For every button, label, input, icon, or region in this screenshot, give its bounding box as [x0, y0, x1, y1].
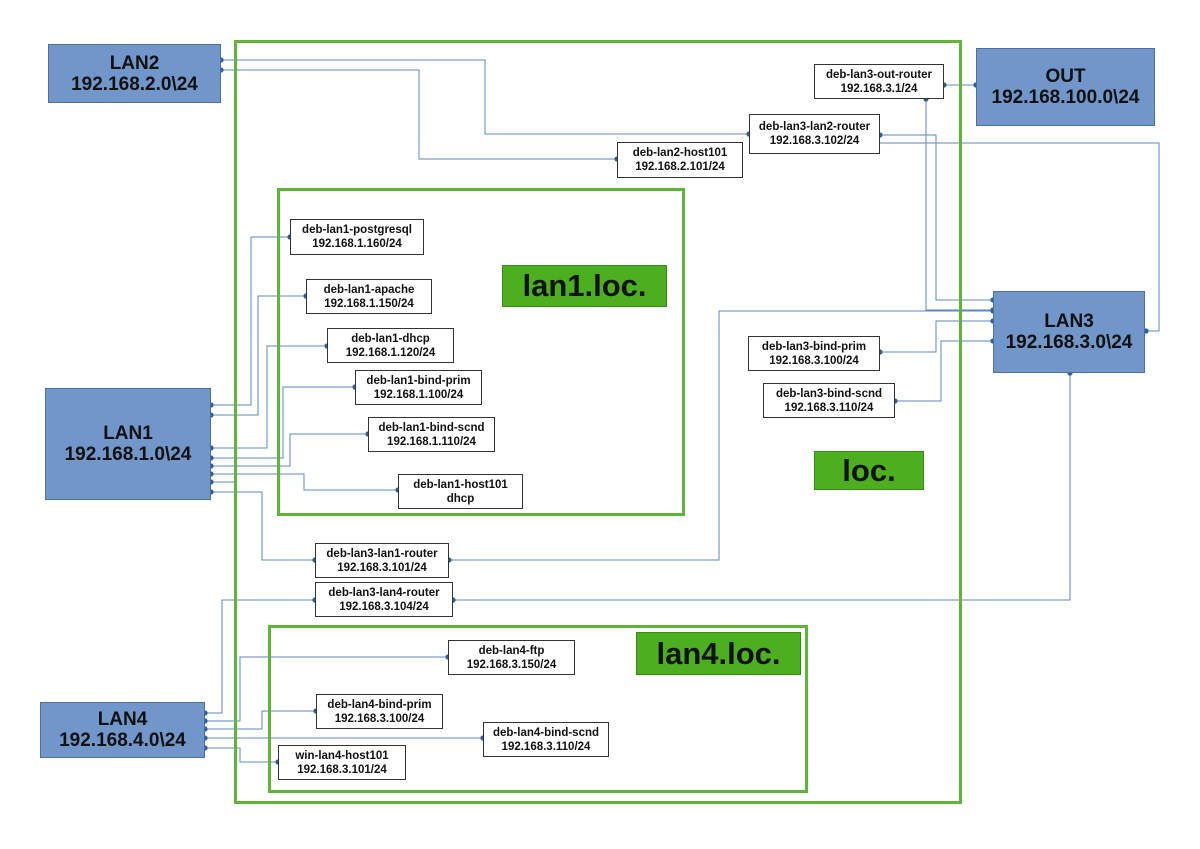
host-address: 192.168.1.160/24: [312, 238, 402, 250]
wire: [205, 747, 278, 763]
wire: [453, 373, 1071, 601]
network-subnet: 192.168.100.0\24: [991, 87, 1140, 108]
wire: [925, 99, 993, 311]
host-address: 192.168.3.100/24: [334, 712, 425, 725]
host-address: 192.168.3.101/24: [337, 561, 427, 574]
host-deb-lan1-apache[interactable]: deb-lan1-apache 192.168.1.150/24: [306, 279, 432, 314]
host-address: 192.168.1.120/24: [345, 346, 436, 359]
network-lan4[interactable]: LAN4 192.168.4.0\24: [40, 702, 205, 758]
host-deb-lan1-bind-prim[interactable]: deb-lan1-bind-prim 192.168.1.100/24: [355, 370, 482, 405]
host-address: 192.168.1.100/24: [373, 388, 464, 401]
zone-label-lan1: lan1.loc.: [502, 265, 667, 307]
host-name: win-lan4-host101: [295, 749, 389, 762]
wire: [205, 656, 448, 722]
network-subnet: 192.168.2.0\24: [71, 73, 198, 95]
wire: [211, 345, 327, 449]
host-deb-lan1-host101[interactable]: deb-lan1-host101 dhcp: [398, 474, 523, 509]
host-name: deb-lan3-bind-scnd: [775, 387, 883, 400]
host-name: deb-lan1-dhcp: [351, 332, 430, 345]
host-deb-lan2-host101[interactable]: deb-lan2-host101 192.168.2.101/24: [617, 142, 743, 178]
zone-label-loc: loc.: [814, 451, 924, 490]
wire: [205, 710, 316, 730]
network-lan2[interactable]: LAN2 192.168.2.0\24: [48, 44, 221, 103]
host-deb-lan1-dhcp[interactable]: deb-lan1-dhcp 192.168.1.120/24: [327, 328, 454, 363]
host-name: deb-lan3-lan2-router: [758, 121, 871, 133]
network-lan3[interactable]: LAN3 192.168.3.0\24: [993, 291, 1145, 373]
host-deb-lan3-bind-prim[interactable]: deb-lan3-bind-prim 192.168.3.100/24: [748, 336, 880, 371]
host-address: 192.168.3.100/24: [769, 354, 859, 367]
wire: [205, 599, 315, 714]
wire: [895, 340, 993, 402]
network-name: LAN3: [1044, 311, 1094, 332]
host-deb-lan3-lan2-router[interactable]: deb-lan3-lan2-router 192.168.3.102/24: [749, 114, 880, 154]
host-address: 192.168.3.104/24: [339, 600, 429, 613]
host-name: deb-lan1-host101: [413, 478, 508, 491]
wire: [880, 134, 993, 301]
host-name: deb-lan2-host101: [632, 147, 728, 159]
host-deb-lan4-bind-scnd[interactable]: deb-lan4-bind-scnd 192.168.3.110/24: [483, 722, 609, 757]
wire: [211, 433, 368, 467]
host-address: 192.168.3.101/24: [297, 763, 387, 776]
wire: [449, 310, 993, 561]
host-name: deb-lan3-bind-prim: [761, 340, 867, 353]
host-name: deb-lan1-bind-scnd: [378, 421, 485, 434]
host-address: 192.168.3.150/24: [466, 658, 557, 671]
host-name: deb-lan1-apache: [323, 283, 415, 296]
host-address: 192.168.1.150/24: [324, 297, 414, 310]
zone-lan1-loc: [277, 188, 685, 516]
host-deb-lan4-bind-prim[interactable]: deb-lan4-bind-prim 192.168.3.100/24: [316, 694, 443, 729]
host-win-lan4-host101[interactable]: win-lan4-host101 192.168.3.101/24: [278, 745, 406, 780]
host-address: 192.168.2.101/24: [635, 161, 725, 173]
network-name: LAN4: [97, 709, 148, 730]
host-address: 192.168.3.102/24: [769, 135, 860, 147]
host-name: deb-lan4-bind-prim: [327, 698, 432, 711]
wire: [880, 320, 993, 353]
host-name: deb-lan3-out-router: [825, 68, 933, 81]
zone-loc: [234, 40, 962, 804]
host-address: 192.168.1.110/24: [387, 435, 476, 448]
host-name: deb-lan1-postgresql: [302, 224, 412, 236]
wire: [880, 142, 1160, 332]
host-deb-lan3-out-router[interactable]: deb-lan3-out-router 192.168.3.1/24: [814, 64, 944, 99]
host-address: 192.168.3.110/24: [501, 740, 591, 753]
host-address: dhcp: [446, 492, 475, 505]
wire: [221, 59, 749, 135]
network-lan1[interactable]: LAN1 192.168.1.0\24: [45, 388, 211, 500]
host-address: 192.168.3.1/24: [840, 82, 918, 95]
network-name: OUT: [1045, 66, 1086, 87]
wire: [211, 386, 355, 459]
wire: [211, 473, 398, 491]
zone-label-lan4: lan4.loc.: [636, 632, 801, 675]
network-name: LAN2: [109, 52, 160, 74]
host-deb-lan3-bind-scnd[interactable]: deb-lan3-bind-scnd 192.168.3.110/24: [763, 383, 895, 418]
host-deb-lan4-ftp[interactable]: deb-lan4-ftp 192.168.3.150/24: [448, 640, 575, 675]
host-deb-lan3-lan4-router[interactable]: deb-lan3-lan4-router 192.168.3.104/24: [315, 582, 453, 617]
host-deb-lan1-bind-scnd[interactable]: deb-lan1-bind-scnd 192.168.1.110/24: [368, 417, 495, 452]
network-name: LAN1: [103, 423, 153, 444]
host-name: deb-lan3-lan1-router: [326, 547, 438, 560]
host-name: deb-lan3-lan4-router: [328, 586, 440, 599]
network-subnet: 192.168.3.0\24: [1005, 332, 1133, 353]
network-out[interactable]: OUT 192.168.100.0\24: [976, 48, 1155, 126]
network-subnet: 192.168.1.0\24: [64, 444, 192, 465]
host-name: deb-lan4-ftp: [478, 644, 545, 657]
wire: [211, 236, 290, 406]
host-address: 192.168.3.110/24: [784, 401, 874, 414]
network-subnet: 192.168.4.0\24: [59, 730, 186, 751]
zone-lan4-loc: [268, 625, 808, 793]
host-deb-lan3-lan1-router[interactable]: deb-lan3-lan1-router 192.168.3.101/24: [315, 543, 449, 578]
host-deb-lan1-postgresql[interactable]: deb-lan1-postgresql 192.168.1.160/24: [290, 219, 424, 255]
host-name: deb-lan1-bind-prim: [366, 374, 471, 387]
host-name: deb-lan4-bind-scnd: [492, 726, 600, 739]
wire: [221, 69, 617, 160]
